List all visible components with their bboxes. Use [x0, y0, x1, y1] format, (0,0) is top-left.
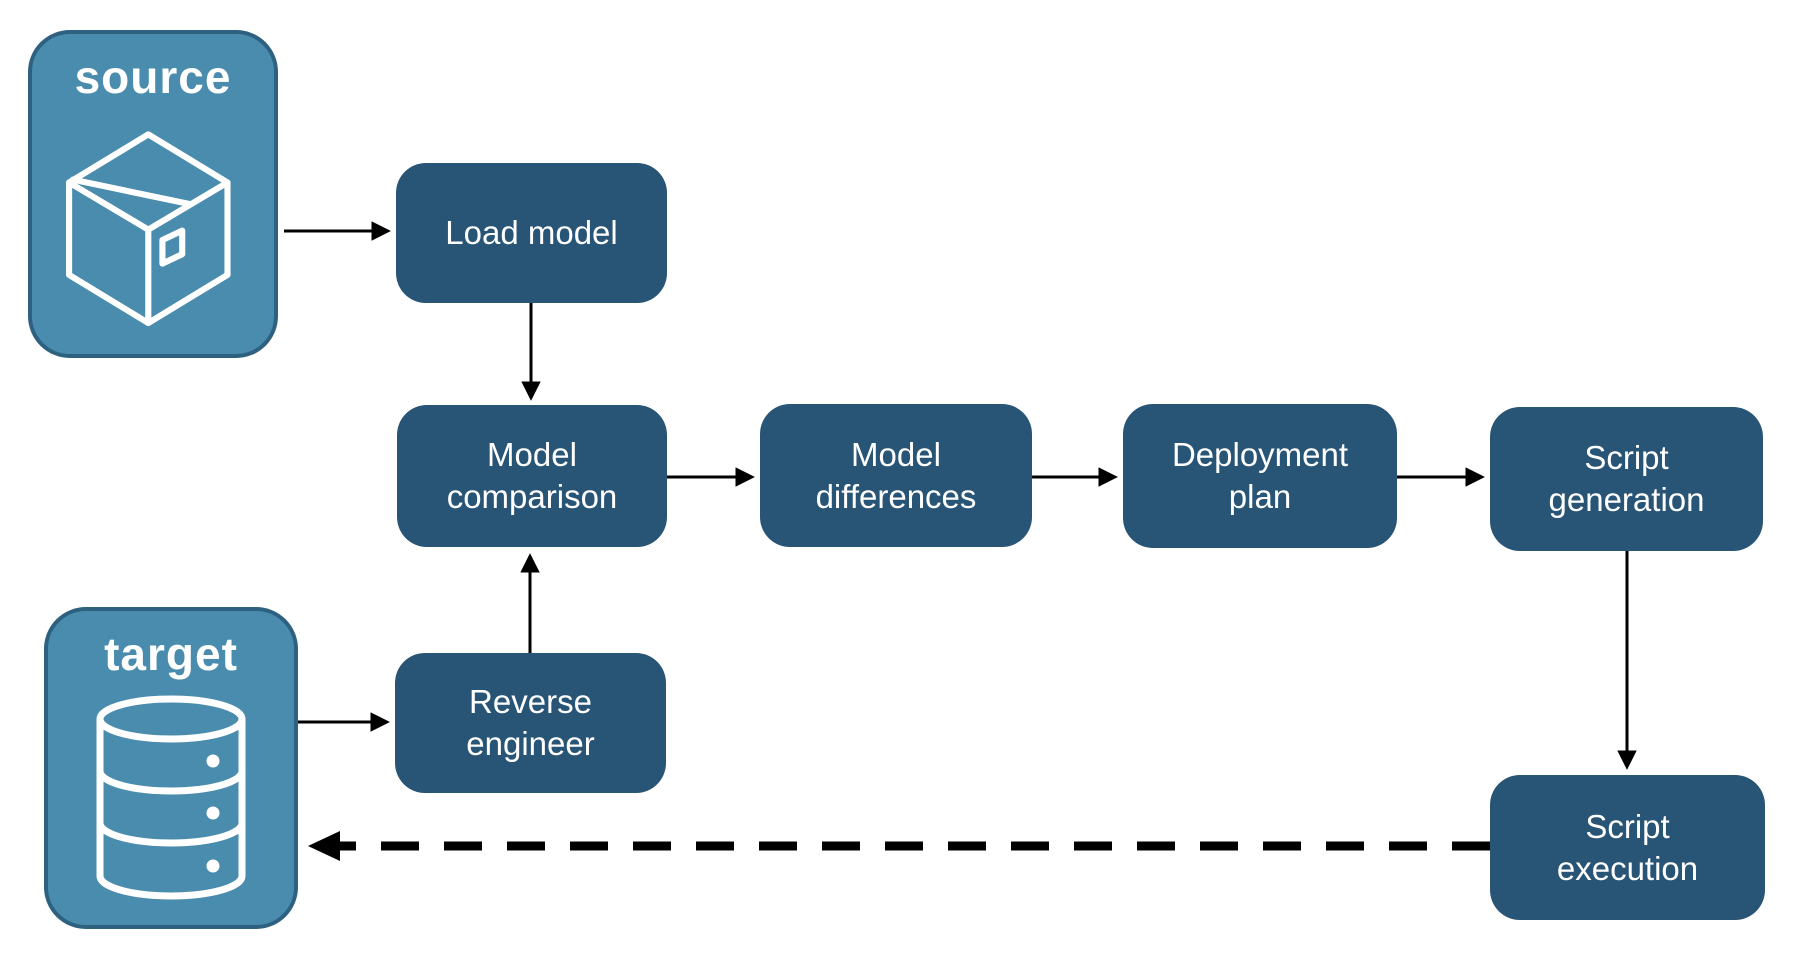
package-icon	[66, 131, 231, 327]
node-reverse-engineer: Reverse engineer	[395, 653, 666, 793]
node-load-model: Load model	[396, 163, 667, 303]
node-model-differences: Model differences	[760, 404, 1032, 547]
node-script-generation: Script generation	[1490, 407, 1763, 551]
source-label: source	[74, 51, 232, 103]
node-load-model-label: Load model	[445, 214, 618, 252]
node-deployment-plan: Deployment plan	[1123, 404, 1397, 548]
target-label: target	[104, 628, 238, 680]
database-icon	[96, 695, 246, 900]
node-script-execution-label: Script execution	[1556, 807, 1699, 887]
node-deployment-plan-label: Deployment plan	[1171, 436, 1349, 515]
endpoint-target: target	[44, 607, 298, 929]
node-model-comparison-label: Model comparison	[446, 436, 618, 515]
node-reverse-engineer-label: Reverse engineer	[466, 683, 595, 762]
node-script-generation-label: Script generation	[1548, 439, 1705, 518]
node-script-execution: Script execution	[1490, 775, 1765, 920]
node-model-differences-label: Model differences	[815, 435, 977, 515]
node-model-comparison: Model comparison	[397, 405, 667, 547]
endpoint-source: source	[28, 30, 278, 358]
